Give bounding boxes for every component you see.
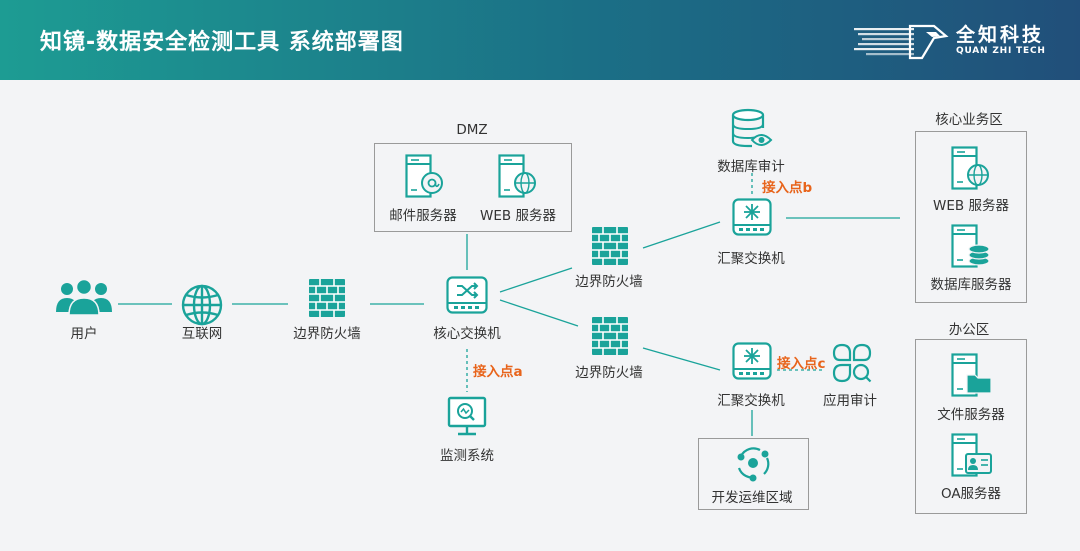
mail-server-label: 邮件服务器 bbox=[389, 208, 457, 224]
access-point-b-label: 接入点b bbox=[762, 180, 813, 196]
link-core-fw-lower bbox=[499, 299, 579, 327]
web-server-core-icon bbox=[951, 146, 989, 190]
agg-switch-upper-icon bbox=[732, 198, 772, 236]
file-server-label: 文件服务器 bbox=[937, 407, 1005, 423]
app-audit-icon bbox=[832, 343, 872, 383]
devops-zone-box bbox=[698, 438, 809, 510]
office-zone-label: 办公区 bbox=[948, 322, 990, 338]
link-fw-upper-agg bbox=[642, 221, 721, 249]
brand-name-en: QUAN ZHI TECH bbox=[956, 46, 1046, 56]
user-label: 用户 bbox=[70, 326, 98, 342]
core-switch-label: 核心交换机 bbox=[433, 326, 501, 342]
database-server-icon bbox=[951, 224, 990, 268]
link-fw-lower-agg bbox=[642, 347, 721, 371]
mail-server-icon bbox=[405, 154, 443, 198]
globe-icon bbox=[181, 284, 223, 326]
devops-cycle-icon bbox=[737, 447, 770, 482]
file-server-icon bbox=[951, 353, 992, 397]
core-business-zone-box bbox=[915, 131, 1027, 303]
firewall-upper-icon bbox=[592, 227, 628, 265]
brand-logo: 全知科技 QUAN ZHI TECH bbox=[852, 18, 1052, 64]
access-point-a-label: 接入点a bbox=[473, 364, 523, 380]
brand-logo-mark bbox=[854, 24, 949, 60]
database-audit-label: 数据库审计 bbox=[717, 159, 785, 175]
devops-area-label: 开发运维区域 bbox=[711, 490, 793, 506]
header-bar: 知镜-数据安全检测工具 系统部署图 全知科技 QUAN ZHI TECH bbox=[0, 0, 1080, 80]
core-switch-icon bbox=[446, 276, 488, 314]
web-server-dmz-icon bbox=[498, 154, 536, 198]
brand-name: 全知科技 bbox=[956, 24, 1045, 46]
oa-server-label: OA服务器 bbox=[940, 486, 1002, 502]
core-business-zone-label: 核心业务区 bbox=[935, 112, 1003, 128]
web-server-core-label: WEB 服务器 bbox=[933, 198, 1009, 214]
monitor-label: 监测系统 bbox=[440, 448, 494, 464]
internet-label: 互联网 bbox=[181, 326, 223, 342]
firewall-main-label: 边界防火墙 bbox=[293, 326, 361, 342]
office-zone-box bbox=[915, 339, 1027, 514]
access-point-c-label: 接入点c bbox=[777, 356, 826, 372]
firewall-lower-label: 边界防火墙 bbox=[575, 365, 643, 381]
app-audit-label: 应用审计 bbox=[823, 393, 877, 409]
dmz-zone-box bbox=[374, 143, 572, 232]
link-core-fw-upper bbox=[499, 267, 573, 293]
agg-switch-lower-icon bbox=[732, 342, 772, 380]
firewall-lower-icon bbox=[592, 317, 628, 355]
oa-server-icon bbox=[951, 433, 992, 477]
web-server-dmz-label: WEB 服务器 bbox=[480, 208, 556, 224]
dmz-zone-label: DMZ bbox=[456, 122, 488, 138]
users-icon bbox=[56, 278, 112, 316]
page-title: 知镜-数据安全检测工具 系统部署图 bbox=[40, 30, 404, 55]
firewall-icon bbox=[309, 279, 345, 317]
agg-switch-lower-label: 汇聚交换机 bbox=[717, 393, 785, 409]
agg-switch-upper-label: 汇聚交换机 bbox=[717, 251, 785, 267]
database-server-label: 数据库服务器 bbox=[930, 277, 1012, 293]
database-audit-icon bbox=[731, 108, 773, 148]
monitor-icon bbox=[447, 396, 487, 436]
firewall-upper-label: 边界防火墙 bbox=[575, 274, 643, 290]
